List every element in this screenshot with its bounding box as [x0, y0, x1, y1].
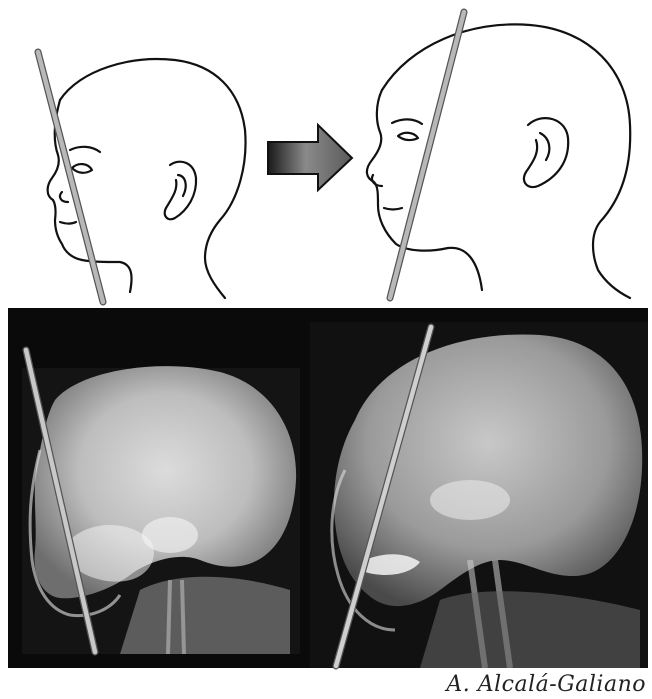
adult-head-outline	[382, 24, 630, 298]
adult-eye	[398, 133, 418, 140]
child-eyebrow	[70, 147, 100, 152]
adult-xray-neck	[420, 591, 640, 668]
adult-plumb-line	[390, 12, 464, 298]
child-ear-inner	[178, 175, 186, 196]
child-xray-neck	[120, 577, 290, 654]
adult-mouth	[384, 208, 402, 210]
child-plumb-line	[38, 52, 103, 302]
adult-nose	[372, 175, 382, 186]
child-xray-skullbase	[142, 517, 198, 553]
child-head-outline	[60, 59, 246, 298]
adult-xray	[310, 322, 648, 668]
child-head-drawing	[48, 59, 246, 298]
adult-face-profile	[367, 90, 482, 290]
child-nose	[60, 192, 68, 202]
adult-ear-inner	[540, 133, 549, 160]
adult-eyebrow	[392, 119, 422, 124]
child-ear	[165, 162, 196, 220]
child-mouth	[60, 222, 76, 224]
adult-xray-skullbase	[430, 480, 510, 520]
adult-ear	[524, 118, 568, 187]
child-eye	[72, 164, 92, 173]
adult-head-drawing	[367, 24, 630, 298]
signature: A. Alcalá-Galiano	[446, 672, 646, 697]
right-arrow-icon	[268, 125, 352, 190]
